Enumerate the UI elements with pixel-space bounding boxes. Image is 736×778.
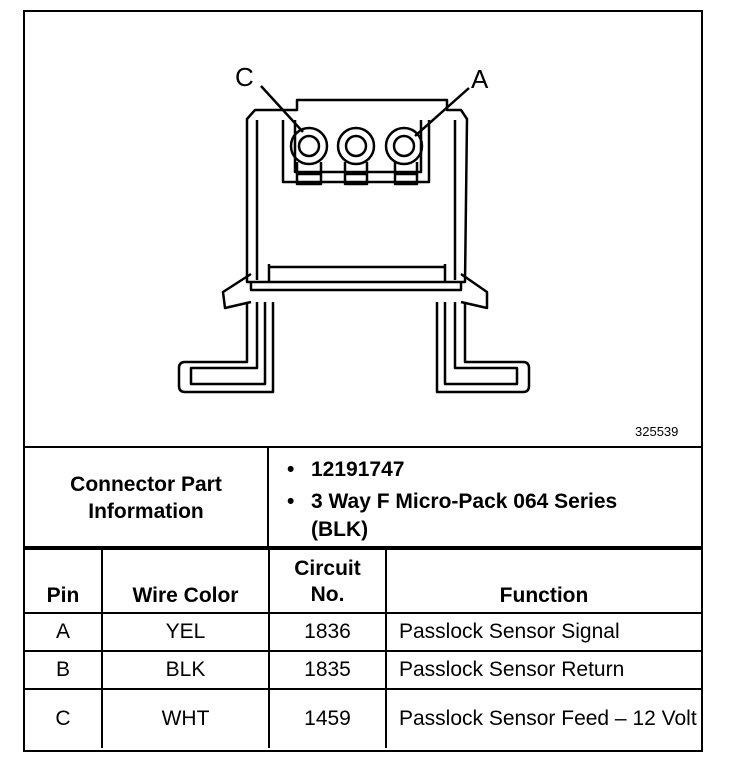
connector-info-label-cell: Connector Part Information: [25, 448, 269, 548]
leg-left: [177, 302, 275, 394]
header-pin: Pin: [25, 548, 103, 614]
wire-color-cell: BLK: [101, 650, 270, 690]
terminal-c: [289, 126, 329, 166]
function-cell: Passlock Sensor Feed – 12 Volt: [385, 688, 701, 748]
circuit-cell: 1836: [268, 612, 387, 652]
connector-info-item: • 3 Way F Micro-Pack 064 Series (BLK): [287, 488, 621, 544]
connector-info-label: Connector Part Information: [70, 473, 222, 523]
leader-line-c: [260, 85, 304, 133]
header-function: Function: [385, 548, 701, 614]
table-row: B BLK 1835 Passlock Sensor Return: [25, 650, 701, 690]
connector-sheet: C A 325539 Connector Part Information • …: [23, 10, 703, 752]
wire-color-cell: YEL: [101, 612, 270, 652]
bullet: •: [287, 490, 295, 513]
connector-outline-svg: C A: [177, 62, 531, 394]
connector-info-row: Connector Part Information • 12191747 • …: [25, 446, 701, 548]
connector-drawing: C A 325539: [25, 12, 701, 446]
bullet: •: [287, 458, 295, 481]
table-row: A YEL 1836 Passlock Sensor Signal: [25, 612, 701, 652]
header-wire-color: Wire Color: [101, 548, 270, 614]
pin-cell: B: [25, 650, 103, 690]
function-cell: Passlock Sensor Signal: [385, 612, 701, 652]
circuit-cell: 1835: [268, 650, 387, 690]
pin-cell: C: [25, 688, 103, 748]
tab-left: [221, 272, 252, 310]
lock-collar: [249, 282, 463, 292]
pin-label-c: C: [235, 62, 254, 92]
table-row: C WHT 1459 Passlock Sensor Feed – 12 Vol…: [25, 688, 701, 748]
circuit-cell: 1459: [268, 688, 387, 748]
wire-color-cell: WHT: [101, 688, 270, 748]
connector-info-values: • 12191747 • 3 Way F Micro-Pack 064 Seri…: [287, 456, 621, 548]
connector-part-number: 12191747: [311, 458, 405, 481]
pin-label-a: A: [471, 64, 489, 94]
tab-right: [460, 272, 489, 310]
function-cell: Passlock Sensor Return: [385, 650, 701, 690]
connector-body-inner: [255, 120, 457, 280]
header-circuit-no-text: Circuit No.: [294, 557, 361, 606]
pin-table: Pin Wire Color Circuit No. Function A YE…: [25, 548, 701, 748]
terminal-a: [384, 126, 424, 166]
pin-table-header: Pin Wire Color Circuit No. Function: [25, 548, 701, 614]
header-circuit-no: Circuit No.: [268, 548, 387, 614]
leg-right: [435, 302, 531, 394]
connector-info-item: • 12191747: [287, 456, 621, 484]
pin-cell: A: [25, 612, 103, 652]
connector-description: 3 Way F Micro-Pack 064 Series (BLK): [311, 490, 618, 541]
cavity-housing: [281, 120, 431, 184]
figure-number: 325539: [635, 424, 679, 439]
leader-line-a: [414, 87, 470, 137]
terminal-b: [336, 126, 376, 166]
